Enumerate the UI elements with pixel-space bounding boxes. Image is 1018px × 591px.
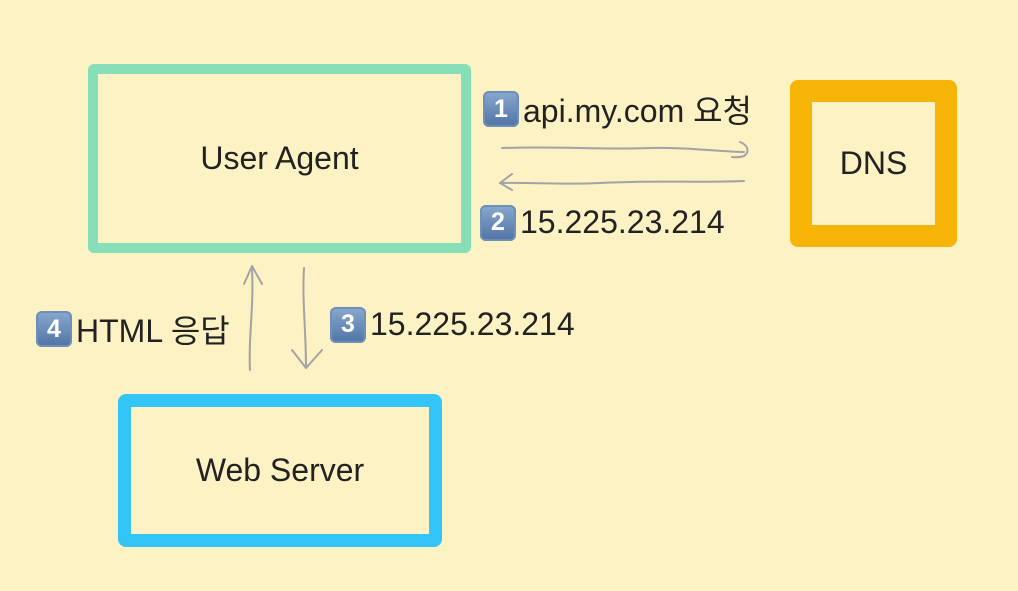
step-4-badge: 4 [36, 311, 72, 347]
step-2-label: 15.225.23.214 [520, 204, 725, 240]
step-1-badge: 1 [483, 91, 519, 127]
step-3-badge: 3 [330, 306, 366, 343]
step-3-label: 15.225.23.214 [370, 306, 575, 342]
step-2-badge: 2 [480, 204, 516, 241]
user-agent-box: User Agent [88, 64, 471, 253]
step-1: 1 api.my.com 요청 [483, 86, 752, 132]
web-server-label: Web Server [195, 452, 365, 488]
user-agent-label: User Agent [200, 140, 359, 176]
step-2: 2 15.225.23.214 [480, 204, 725, 241]
step-4: 4 HTML 응답 [36, 306, 230, 352]
step-4-label: HTML 응답 [76, 313, 230, 349]
step-3: 3 15.225.23.214 [330, 306, 575, 343]
step-1-label: api.my.com 요청 [523, 93, 752, 129]
arrow-dns-to-ua [499, 180, 745, 185]
web-server-box: Web Server [118, 394, 442, 547]
arrowhead-ua-to-dns [731, 141, 749, 159]
arrow-ws-to-ua [248, 267, 254, 371]
arrowhead-ua-to-ws [291, 349, 323, 369]
arrow-ua-to-dns [501, 146, 745, 153]
arrowhead-dns-to-ua [499, 173, 513, 191]
dns-box: DNS [790, 80, 957, 247]
arrow-ua-to-ws [302, 267, 307, 369]
dns-label: DNS [839, 145, 908, 181]
arrowhead-ws-to-ua [243, 265, 263, 285]
